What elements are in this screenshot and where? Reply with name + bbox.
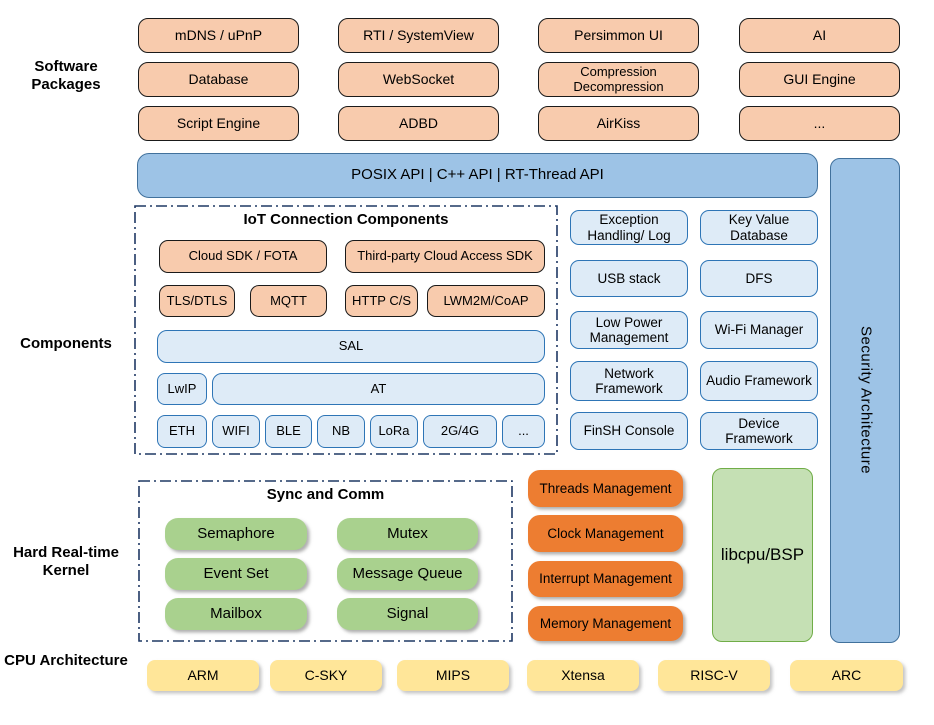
pkg-airkiss: AirKiss — [538, 106, 699, 141]
kernel-semaphore: Semaphore — [165, 518, 307, 550]
iot-http-cs: HTTP C/S — [345, 285, 418, 317]
iot-link-eth: ETH — [157, 415, 207, 448]
pkg-more: ... — [739, 106, 900, 141]
cpu-risc-v: RISC-V — [658, 660, 770, 691]
iot-at: AT — [212, 373, 545, 405]
label-cpu-architecture: CPU Architecture — [4, 652, 128, 669]
svc-usb-stack: USB stack — [570, 260, 688, 297]
pkg-database: Database — [138, 62, 299, 97]
sync-dashed-border — [138, 480, 513, 642]
iot-link-more: ... — [502, 415, 545, 448]
cpu-arm: ARM — [147, 660, 259, 691]
pkg-script-engine: Script Engine — [138, 106, 299, 141]
label-hard-realtime-kernel: Hard Real-time Kernel — [13, 544, 119, 579]
iot-mqtt: MQTT — [250, 285, 327, 317]
label-software-packages: Software Packages — [31, 58, 101, 93]
security-architecture-label: Security Architecture — [857, 326, 875, 475]
iot-link-ble: BLE — [265, 415, 312, 448]
kernel-clock-management: Clock Management — [528, 515, 683, 552]
pkg-persimmon-ui: Persimmon UI — [538, 18, 699, 53]
cpu-xtensa: Xtensa — [527, 660, 639, 691]
svc-finsh-console: FinSH Console — [570, 412, 688, 450]
iot-connection-components-group: IoT Connection Components Cloud SDK / FO… — [134, 205, 558, 455]
iot-group-title: IoT Connection Components — [243, 211, 449, 228]
iot-tls-dtls: TLS/DTLS — [159, 285, 235, 317]
iot-link-lora: LoRa — [370, 415, 418, 448]
pkg-websocket: WebSocket — [338, 62, 499, 97]
kernel-memory-management: Memory Management — [528, 606, 683, 641]
iot-link-wifi: WIFI — [212, 415, 260, 448]
kernel-mailbox: Mailbox — [165, 598, 307, 630]
kernel-message-queue: Message Queue — [337, 558, 478, 590]
kernel-threads-management: Threads Management — [528, 470, 683, 507]
pkg-adbd: ADBD — [338, 106, 499, 141]
iot-lwm2m-coap: LWM2M/CoAP — [427, 285, 545, 317]
svc-dfs: DFS — [700, 260, 818, 297]
kernel-mutex: Mutex — [337, 518, 478, 550]
kernel-signal: Signal — [337, 598, 478, 630]
sync-group-title: Sync and Comm — [266, 486, 385, 503]
cpu-c-sky: C-SKY — [270, 660, 382, 691]
svc-network-framework: Network Framework — [570, 361, 688, 401]
svc-key-value-database: Key Value Database — [700, 210, 818, 245]
iot-sal: SAL — [157, 330, 545, 363]
sync-and-comm-group: Sync and Comm Semaphore Mutex Event Set … — [138, 480, 513, 642]
api-bar: POSIX API | C++ API | RT-Thread API — [137, 153, 818, 198]
iot-third-party-cloud-sdk: Third-party Cloud Access SDK — [345, 240, 545, 273]
iot-lwip: LwIP — [157, 373, 207, 405]
kernel-event-set: Event Set — [165, 558, 307, 590]
pkg-rti-systemview: RTI / SystemView — [338, 18, 499, 53]
kernel-interrupt-management: Interrupt Management — [528, 561, 683, 597]
kernel-libcpu-bsp: libcpu/BSP — [712, 468, 813, 642]
security-architecture-bar: Security Architecture — [830, 158, 900, 643]
iot-link-nb: NB — [317, 415, 365, 448]
iot-dashed-border — [134, 205, 558, 455]
svc-exception-handling-log: Exception Handling/ Log — [570, 210, 688, 245]
iot-cloud-sdk-fota: Cloud SDK / FOTA — [159, 240, 327, 273]
pkg-mdns-upnp: mDNS / uPnP — [138, 18, 299, 53]
label-components: Components — [20, 335, 112, 352]
svc-wifi-manager: Wi-Fi Manager — [700, 311, 818, 349]
svc-audio-framework: Audio Framework — [700, 361, 818, 401]
pkg-compression-decompression: Compression Decompression — [538, 62, 699, 97]
pkg-ai: AI — [739, 18, 900, 53]
iot-link-2g4g: 2G/4G — [423, 415, 497, 448]
svc-device-framework: Device Framework — [700, 412, 818, 450]
pkg-gui-engine: GUI Engine — [739, 62, 900, 97]
cpu-arc: ARC — [790, 660, 903, 691]
svc-low-power-management: Low Power Management — [570, 311, 688, 349]
cpu-mips: MIPS — [397, 660, 509, 691]
